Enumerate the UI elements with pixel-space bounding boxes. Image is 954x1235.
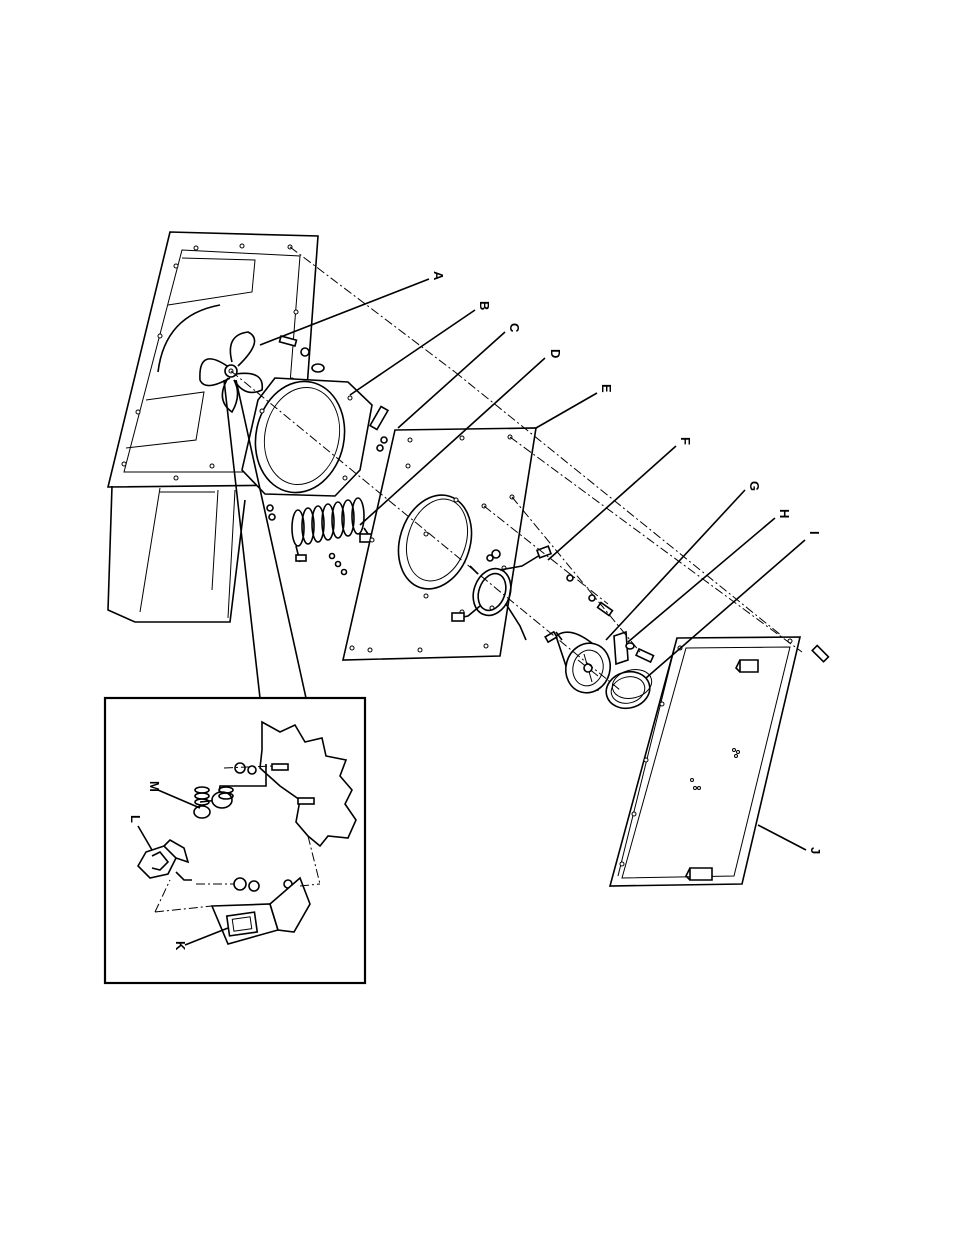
access-cover [610,637,828,886]
callout-f: F [678,437,693,445]
callout-m: M [147,781,162,792]
callout-h: H [777,509,792,518]
motor [545,632,616,698]
callout-l: L [128,815,143,823]
callout-c: C [507,323,522,333]
detail-inset [105,698,365,983]
callout-e: E [599,384,614,393]
callout-k: K [173,941,188,951]
callout-j: J [808,847,823,854]
callout-i: I [807,531,822,535]
callout-g: G [747,481,762,491]
heating-coil [292,498,372,575]
callout-a: A [431,271,446,281]
mounting-plate [343,428,536,660]
callout-d: D [548,349,563,358]
callout-b: B [477,301,492,310]
